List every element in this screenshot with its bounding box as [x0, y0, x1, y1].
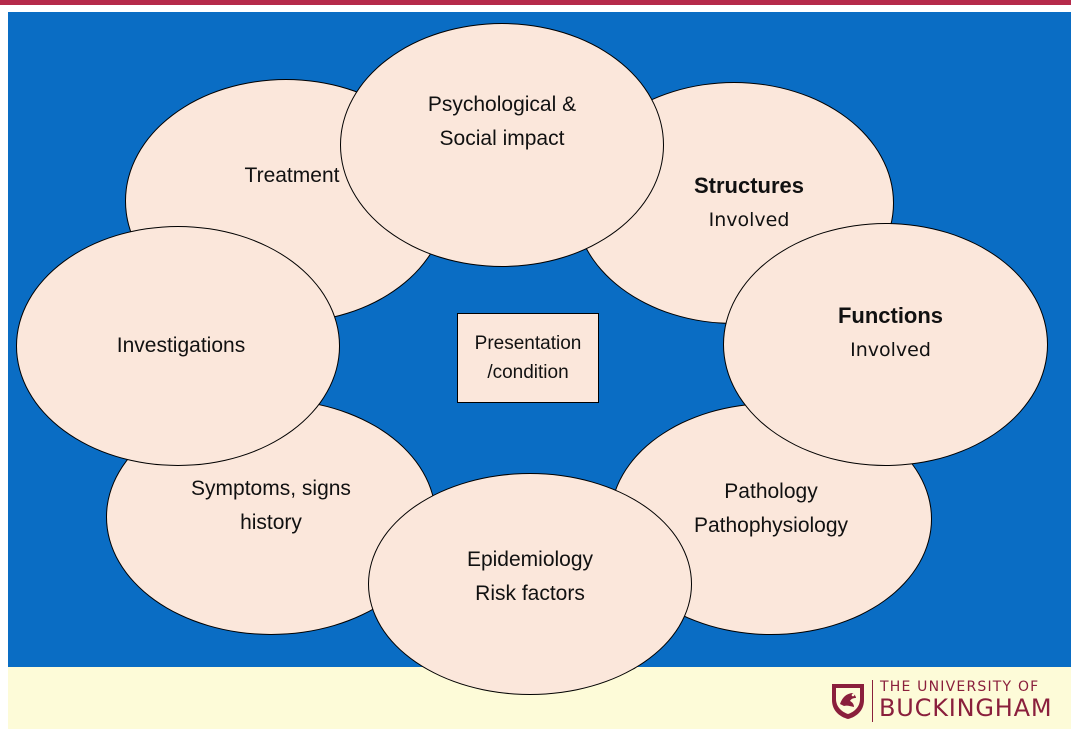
node-psychological-line1: Psychological & [427, 93, 577, 116]
node-treatment-label: Treatment [244, 164, 340, 187]
node-pathology-line2: Pathophysiology [693, 514, 849, 537]
logo-divider [872, 680, 873, 722]
node-structures-title: Structures [693, 173, 805, 198]
node-pathology-line1: Pathology [724, 480, 818, 503]
node-symptoms-line1: Symptoms, signs [191, 477, 351, 500]
node-functions: Functions Involved [723, 223, 1048, 466]
logo-text-line2: BUCKINGHAM [879, 694, 1053, 722]
node-epidemiology: Epidemiology Risk factors [368, 473, 692, 695]
university-crest-icon [832, 684, 864, 719]
top-rule [0, 0, 1071, 5]
node-psychological: Psychological & Social impact [340, 23, 664, 267]
node-psychological-line2: Social impact [439, 127, 565, 150]
node-epidemiology-line1: Epidemiology [466, 548, 594, 571]
node-functions-subtitle: Involved [850, 338, 931, 361]
logo-text-line1: THE UNIVERSITY OF [880, 679, 1040, 695]
node-epidemiology-line2: Risk factors [475, 582, 585, 605]
center-node: Presentation /condition [457, 313, 599, 403]
node-functions-title: Functions [837, 302, 944, 328]
node-structures-subtitle: Involved [708, 209, 790, 231]
node-investigations-label: Investigations [116, 334, 246, 357]
center-node-line2: /condition [487, 362, 569, 383]
center-node-line1: Presentation [474, 333, 582, 354]
node-symptoms-line2: history [240, 511, 302, 534]
node-investigations: Investigations [16, 226, 340, 466]
university-logo: THE UNIVERSITY OF BUCKINGHAM [830, 678, 1071, 724]
